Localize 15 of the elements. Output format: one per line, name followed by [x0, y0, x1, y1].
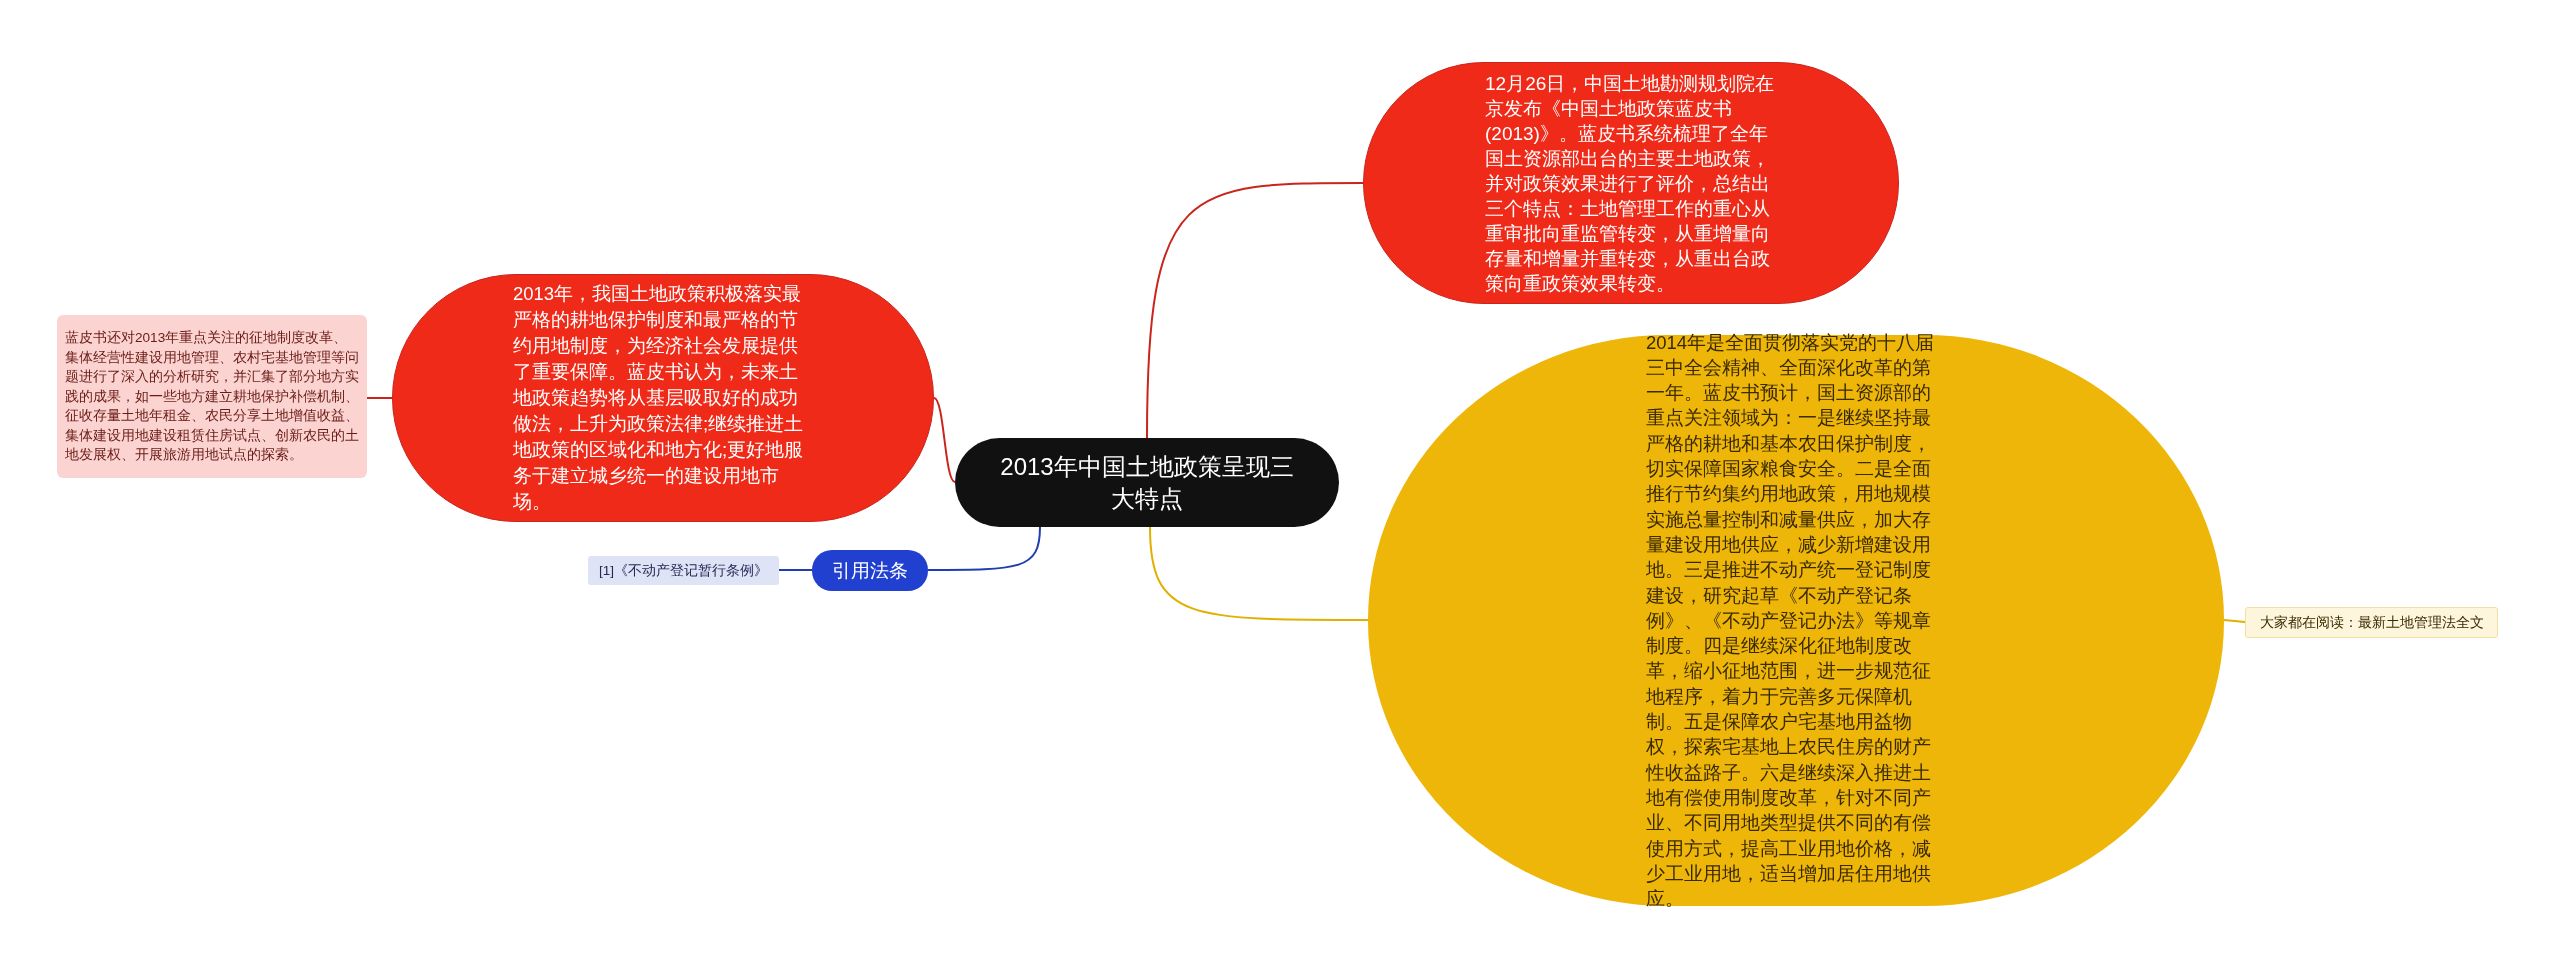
connector	[1149, 526, 1369, 621]
connector	[1146, 182, 1364, 439]
note-box: 大家都在阅读：最新土地管理法全文	[2245, 607, 2498, 638]
topic-box: 12月26日，中国土地勘测规划院在京发布《中国土地政策蓝皮书(2013)》。蓝皮书系统梳理了全年国土资源部出台的主要土地政策，并对政策效果进行了评价，总结出三个特点：土地管理工作的重心从重审批向重监管转变，从重增量向存量和增量并重转变，从重出台政策向重政策效果转变。	[1363, 62, 1899, 304]
topic-box: 引用法条	[812, 550, 928, 591]
topic-box: 2014年是全面贯彻落实党的十八届三中全会精神、全面深化改革的第一年。蓝皮书预计，国土资源部的重点关注领域为：一是继续坚持最严格的耕地和基本农田保护制度，切实保障国家粮食安全。二是全面推行节约集约用地政策，用地规模实施总量控制和减量供应，加大存量建设用地供应，减少新增建设用地。三是推进不动产统一登记制度建设，研究起草《不动产登记条例》、《不动产登记办法》等规章制度。四是继续深化征地制度改革，缩小征地范围，进一步规范征地程序，着力于完善多元保障机制。五是保障农户宅基地用益物权，探索宅基地上农民住房的财产性收益路子。六是继续深入推进土地有偿使用制度改革，针对不同产业、不同用地类型提供不同的有偿使用方式，提高工业用地价格，减少工业用地，适当增加居住用地供应。	[1368, 335, 2224, 906]
connector	[366, 397, 393, 399]
topic-box: 2013年，我国土地政策积极落实最严格的耕地保护制度和最严格的节约用地制度，为经济社会发展提供了重要保障。蓝皮书认为，未来土地政策趋势将从基层吸取好的成功做法，上升为政策法律;继续推进土地政策的区域化和地方化;更好地服务于建立城乡统一的建设用地市场。	[392, 274, 934, 522]
connector	[933, 397, 956, 483]
connector	[927, 526, 1041, 571]
topic-box: 2013年中国土地政策呈现三大特点	[955, 438, 1339, 527]
connector	[2223, 619, 2246, 623]
note-box: 蓝皮书还对2013年重点关注的征地制度改革、集体经营性建设用地管理、农村宅基地管理等问题进行了深入的分析研究，并汇集了部分地方实践的成果，如一些地方建立耕地保护补偿机制、征收存量土地年租金、农民分享土地增值收益、集体建设用地建设租赁住房试点、创新农民的土地发展权、开展旅游用地试点的探索。	[57, 315, 367, 478]
note-box: [1]《不动产登记暂行条例》	[588, 556, 779, 585]
connector	[778, 569, 813, 571]
